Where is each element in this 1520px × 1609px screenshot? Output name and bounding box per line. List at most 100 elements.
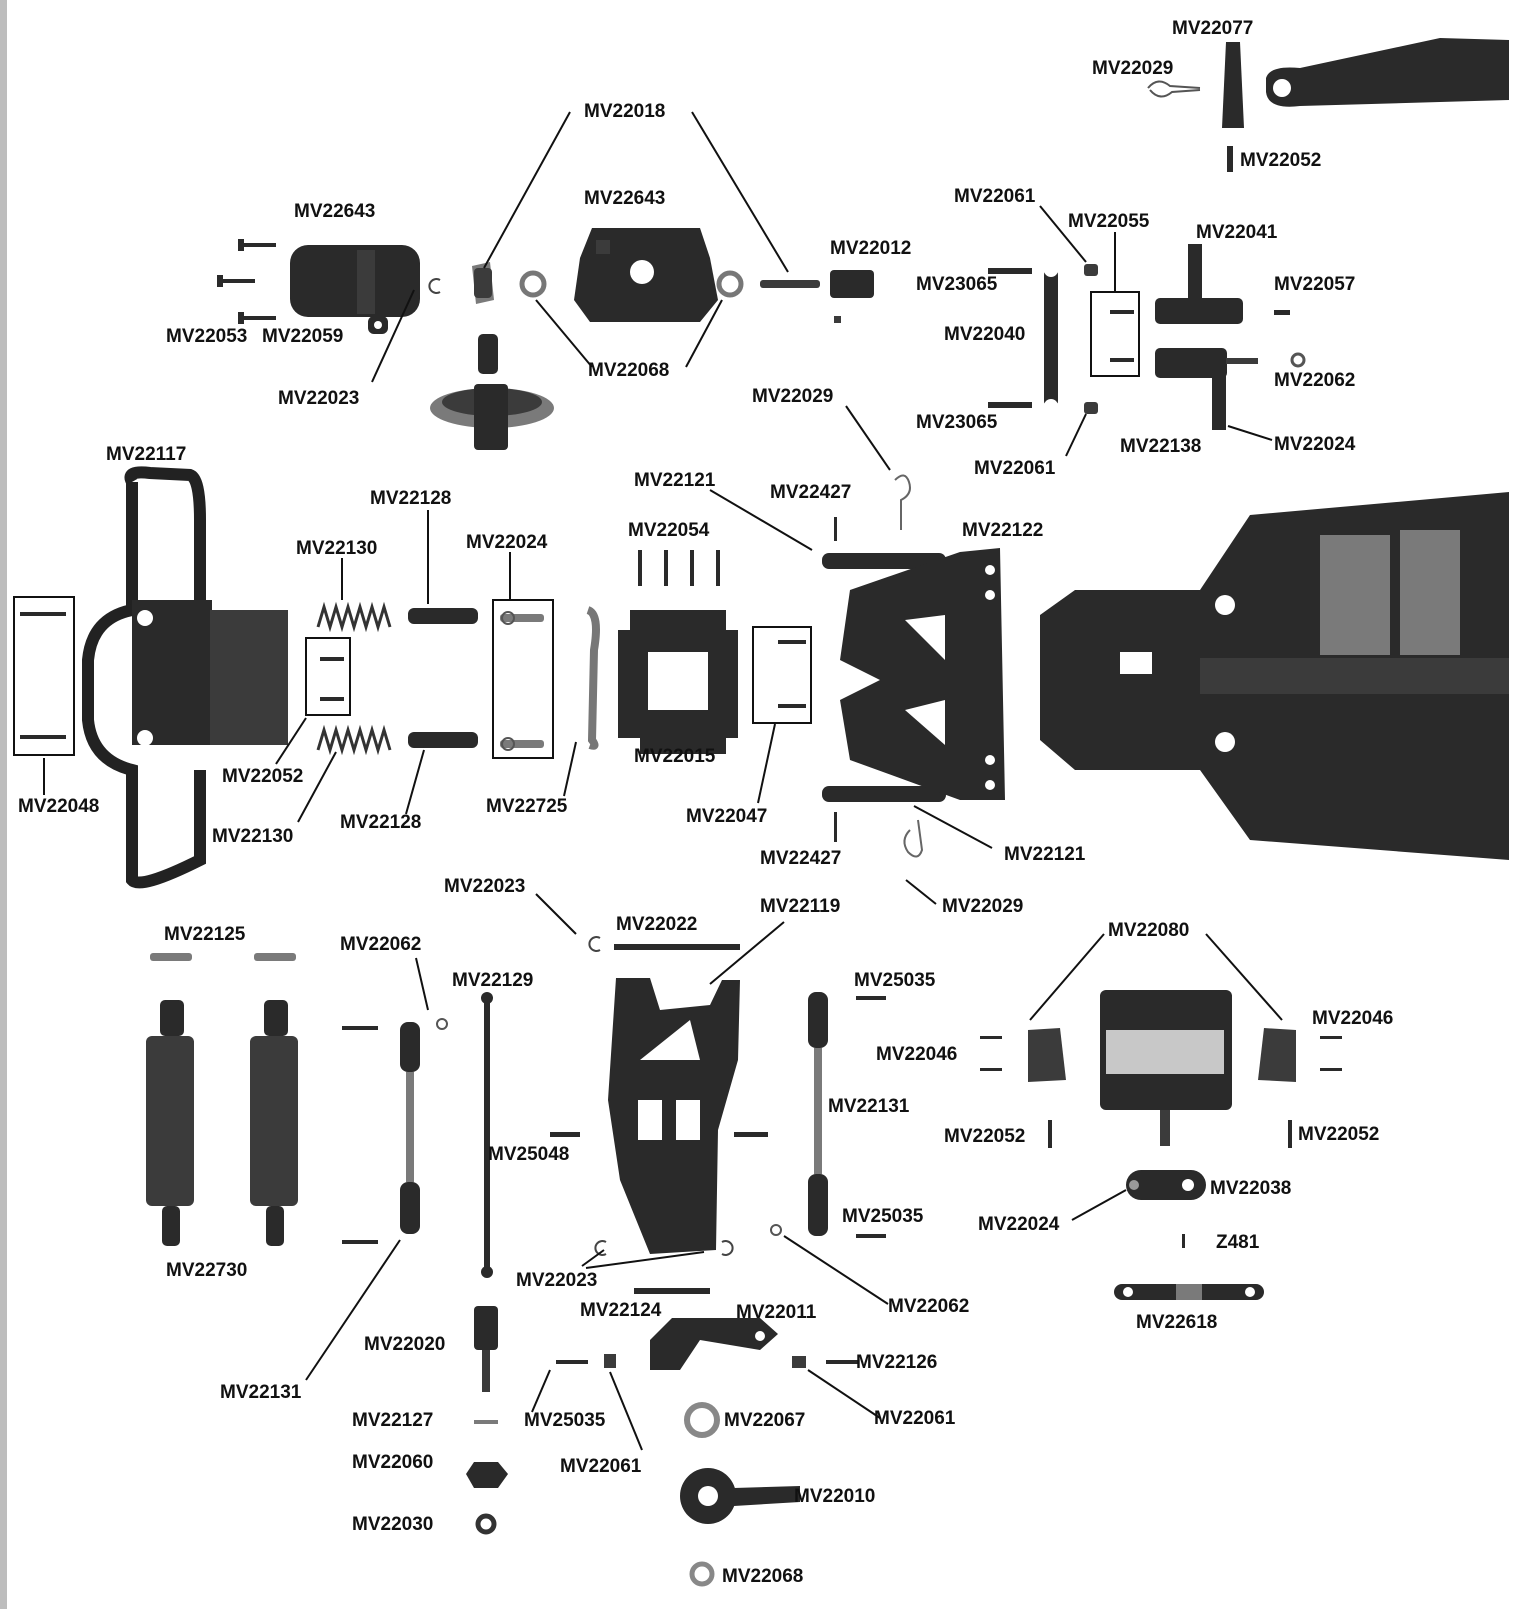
label-mv25035-a: MV25035: [854, 970, 936, 991]
part-c-hub: [556, 1318, 858, 1370]
part-axle: [466, 1306, 508, 1535]
box-mv22047: [752, 626, 812, 724]
part-gearbox-cover: [290, 245, 420, 334]
part-clip-mv22023: [428, 278, 441, 294]
part-lower-arm: [608, 978, 740, 1254]
label-mv22080: MV22080: [1108, 920, 1189, 941]
lead-mv22061-b: [1065, 413, 1087, 457]
label-mv23065-b: MV23065: [916, 412, 998, 433]
label-mv22730: MV22730: [166, 1260, 247, 1281]
label-mv22062-c: MV22062: [888, 1296, 969, 1317]
part-servo: [1100, 990, 1232, 1146]
part-screws-mv22055: [1110, 310, 1134, 362]
part-mv22054-screws: [638, 550, 720, 586]
part-shock-left: [146, 953, 194, 1246]
label-mv22126: MV22126: [856, 1352, 937, 1373]
label-mv22024-c: MV22024: [978, 1214, 1060, 1235]
label-mv22128-a: MV22128: [370, 488, 451, 509]
lead-mv22119: [709, 921, 785, 985]
label-mv22024-a: MV22024: [1274, 434, 1356, 455]
left-border: [0, 0, 7, 1609]
label-mv22046-a: MV22046: [1312, 1008, 1393, 1029]
lead-mv22024-a: [1227, 425, 1273, 441]
label-mv22061-d: MV22061: [560, 1456, 642, 1477]
label-mv22047: MV22047: [686, 806, 767, 827]
lead-mv22130-b: [297, 751, 337, 823]
lead-mv22121-b: [913, 805, 993, 849]
lead-mv22023-a: [371, 289, 415, 383]
lead-mv22029-b: [905, 879, 937, 905]
label-mv22052-a: MV22052: [222, 766, 303, 787]
part-screws-mv22052: [320, 657, 344, 701]
part-bearing-b: [716, 270, 744, 298]
label-mv22725: MV22725: [486, 796, 568, 817]
part-outdrive-cup: [830, 270, 874, 323]
lead-mv22068-a-right: [685, 299, 723, 368]
label-mv22119: MV22119: [760, 896, 840, 917]
part-mv22077-post: [1222, 42, 1244, 172]
lead-mv22018-right: [691, 111, 789, 273]
lead-mv22131-b: [305, 1239, 401, 1381]
lead-mv22052-a: [275, 717, 307, 765]
label-mv22029-top: MV22029: [1092, 58, 1173, 79]
part-mv22040-link: [988, 263, 1098, 414]
label-mv22067: MV22067: [724, 1410, 805, 1431]
label-mv22427-b: MV22427: [760, 848, 841, 869]
label-mv22024-b: MV22024: [466, 532, 548, 553]
lead-mv22068-a-left: [535, 299, 593, 368]
part-shock-pins: [408, 608, 478, 748]
part-chassis: [1040, 492, 1509, 860]
label-mv22130-a: MV22130: [296, 538, 377, 559]
lead-mv22080-left: [1029, 933, 1105, 1021]
lead-mv22061-a: [1039, 205, 1087, 263]
label-mv22038: MV22038: [1210, 1178, 1291, 1199]
lead-mv22121-a: [709, 489, 813, 551]
lead-mv22725: [563, 741, 577, 797]
part-dogbone: [481, 992, 493, 1278]
part-labels: MV22077 MV22029 MV22052 MV22018 MV22643 …: [18, 18, 1393, 1587]
part-ballstuds: [500, 611, 544, 751]
label-mv22130-b: MV22130: [212, 826, 293, 847]
label-mv22020: MV22020: [364, 1334, 445, 1355]
part-screws-left: [217, 239, 276, 324]
label-mv22053: MV22053: [166, 326, 247, 347]
part-bumper: [82, 466, 288, 889]
label-mv25035-b: MV25035: [842, 1206, 924, 1227]
part-shock-right: [250, 953, 298, 1246]
label-mv22127: MV22127: [352, 1410, 433, 1431]
parts-graphics: [13, 38, 1509, 1587]
label-mv22012: MV22012: [830, 238, 911, 259]
lead-mv22061-c: [609, 1371, 643, 1451]
label-mv22068-b: MV22068: [722, 1566, 803, 1587]
part-mv22138-servo-saver: [1155, 348, 1258, 430]
label-mv22011: MV22011: [736, 1302, 817, 1323]
part-bearing-mv22068: [689, 1561, 715, 1587]
label-mv22068-a: MV22068: [588, 360, 669, 381]
label-mv22125: MV22125: [164, 924, 246, 945]
part-steering-knuckle: [680, 1468, 800, 1524]
part-servo-mounts: [980, 1028, 1342, 1148]
label-mv22022: MV22022: [616, 914, 697, 935]
part-mv22057: [1274, 310, 1290, 315]
part-bearing-a: [519, 270, 547, 298]
label-mv22060: MV22060: [352, 1452, 433, 1473]
label-mv22041: MV22041: [1196, 222, 1278, 243]
label-mv22052-top: MV22052: [1240, 150, 1321, 171]
part-shock-tower: [822, 517, 1005, 842]
lead-mv22023-c-right: [585, 1251, 705, 1269]
label-mv22643-b: MV22643: [584, 188, 665, 209]
lead-mv22128-b: [405, 749, 425, 815]
label-mv22029-a: MV22029: [752, 386, 833, 407]
part-nut-mv22062-top: [1290, 352, 1306, 368]
lead-mv22062-b: [415, 957, 429, 1011]
lead-mv22023-b: [535, 893, 577, 935]
label-mv22023-a: MV22023: [278, 388, 359, 409]
label-mv22040: MV22040: [944, 324, 1025, 345]
part-pinion: [472, 262, 494, 304]
label-mv22138: MV22138: [1120, 436, 1201, 457]
box-mv22055: [1090, 291, 1140, 377]
label-mv22048: MV22048: [18, 796, 99, 817]
box-mv22048: [13, 596, 75, 756]
label-mv22124: MV22124: [580, 1300, 662, 1321]
